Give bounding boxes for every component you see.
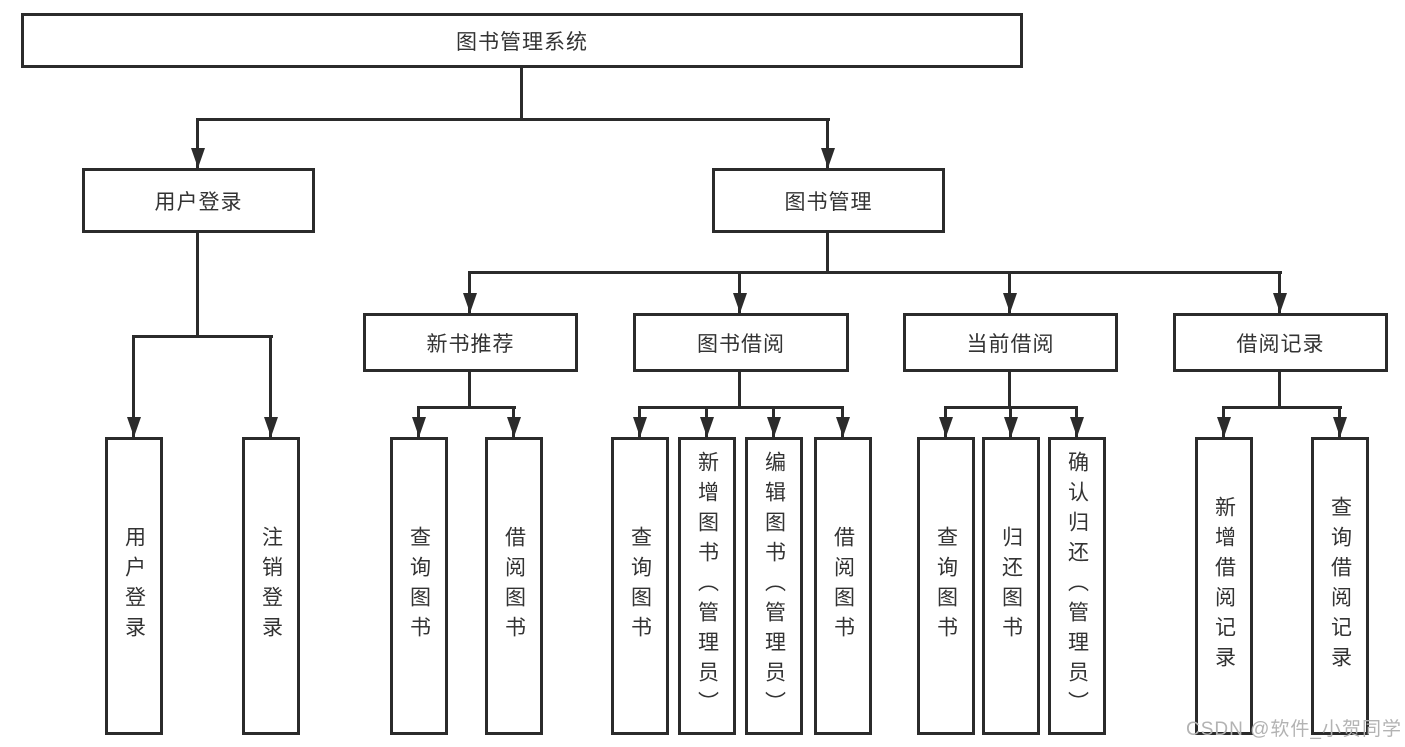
arrowhead-down-icon (700, 417, 714, 437)
leaf-borrow-books-borrow-label: 借阅图书 (831, 526, 855, 646)
arrowhead-down-icon (633, 417, 647, 437)
arrowhead-down-icon (1273, 293, 1287, 313)
leaf-query-books-borrow: 查询图书 (611, 437, 669, 735)
connector-book-borrow-stem (738, 372, 741, 409)
leaf-user-login: 用户登录 (105, 437, 163, 735)
node-book-borrow: 图书借阅 (633, 313, 849, 372)
connector-level3-hline (469, 271, 1282, 274)
connector-drop-user-login (196, 118, 199, 168)
arrowhead-down-icon (463, 293, 477, 313)
arrowhead-down-icon (939, 417, 953, 437)
arrowhead-down-icon (836, 417, 850, 437)
node-user-login-group: 用户登录 (82, 168, 315, 233)
arrowhead-down-icon (1004, 417, 1018, 437)
leaf-return-books-label: 归还图书 (999, 526, 1023, 646)
connector-user-login-stem (196, 233, 199, 338)
connector-drop-book-management (826, 118, 829, 168)
arrowhead-down-icon (412, 417, 426, 437)
leaf-edit-book-admin-label: 编辑图书（管理员） (762, 451, 786, 721)
connector-user-login-hline (133, 335, 273, 338)
leaf-borrow-books-recommend: 借阅图书 (485, 437, 543, 735)
leaf-add-book-admin: 新增图书（管理员） (678, 437, 736, 735)
node-borrow-records: 借阅记录 (1173, 313, 1388, 372)
connector-book-management-stem (826, 233, 829, 274)
leaf-user-login-label: 用户登录 (122, 526, 146, 646)
arrowhead-down-icon (191, 148, 205, 168)
leaf-add-borrow-record-label: 新增借阅记录 (1212, 496, 1236, 676)
leaf-borrow-books-recommend-label: 借阅图书 (502, 526, 526, 646)
leaf-query-books-recommend-label: 查询图书 (407, 526, 431, 646)
arrowhead-down-icon (1333, 417, 1347, 437)
node-new-book-recommend: 新书推荐 (363, 313, 578, 372)
connector-current-borrow-stem (1008, 372, 1011, 409)
connector-drop-borrow-records (1278, 271, 1281, 313)
node-current-borrow: 当前借阅 (903, 313, 1118, 372)
leaf-query-books-borrow-label: 查询图书 (628, 526, 652, 646)
arrowhead-down-icon (507, 417, 521, 437)
connector-drop-new-book-recommend (468, 271, 471, 313)
leaf-query-borrow-record: 查询借阅记录 (1311, 437, 1369, 735)
leaf-query-borrow-record-label: 查询借阅记录 (1328, 496, 1352, 676)
connector-book-borrow-hline (639, 406, 844, 409)
csdn-watermark: CSDN @软件_小贺同学 (1186, 719, 1402, 740)
leaf-borrow-books-borrow: 借阅图书 (814, 437, 872, 735)
leaf-query-books-recommend: 查询图书 (390, 437, 448, 735)
leaf-query-books-current: 查询图书 (917, 437, 975, 735)
connector-drop-book-borrow (738, 271, 741, 313)
connector-drop-current-borrow (1008, 271, 1011, 313)
leaf-edit-book-admin: 编辑图书（管理员） (745, 437, 803, 735)
connector-drop-leaf-logout (269, 335, 272, 437)
arrowhead-down-icon (127, 417, 141, 437)
leaf-query-books-current-label: 查询图书 (934, 526, 958, 646)
node-book-management-system: 图书管理系统 (21, 13, 1023, 68)
leaf-confirm-return-admin-label: 确认归还（管理员） (1065, 451, 1089, 721)
connector-borrow-records-hline (1223, 406, 1342, 409)
connector-new-book-recommend-hline (418, 406, 516, 409)
arrowhead-down-icon (1070, 417, 1084, 437)
connector-borrow-records-stem (1278, 372, 1281, 409)
leaf-add-borrow-record: 新增借阅记录 (1195, 437, 1253, 735)
node-book-management: 图书管理 (712, 168, 945, 233)
leaf-logout-label: 注销登录 (259, 526, 283, 646)
connector-root-stem (520, 68, 523, 119)
arrowhead-down-icon (767, 417, 781, 437)
arrowhead-down-icon (821, 148, 835, 168)
arrowhead-down-icon (733, 293, 747, 313)
arrowhead-down-icon (1003, 293, 1017, 313)
connector-level2-hline (197, 118, 830, 121)
arrowhead-down-icon (264, 417, 278, 437)
leaf-logout: 注销登录 (242, 437, 300, 735)
leaf-return-books: 归还图书 (982, 437, 1040, 735)
connector-new-book-recommend-stem (468, 372, 471, 409)
leaf-confirm-return-admin: 确认归还（管理员） (1048, 437, 1106, 735)
connector-drop-leaf-user-login (132, 335, 135, 437)
arrowhead-down-icon (1217, 417, 1231, 437)
leaf-add-book-admin-label: 新增图书（管理员） (695, 451, 719, 721)
